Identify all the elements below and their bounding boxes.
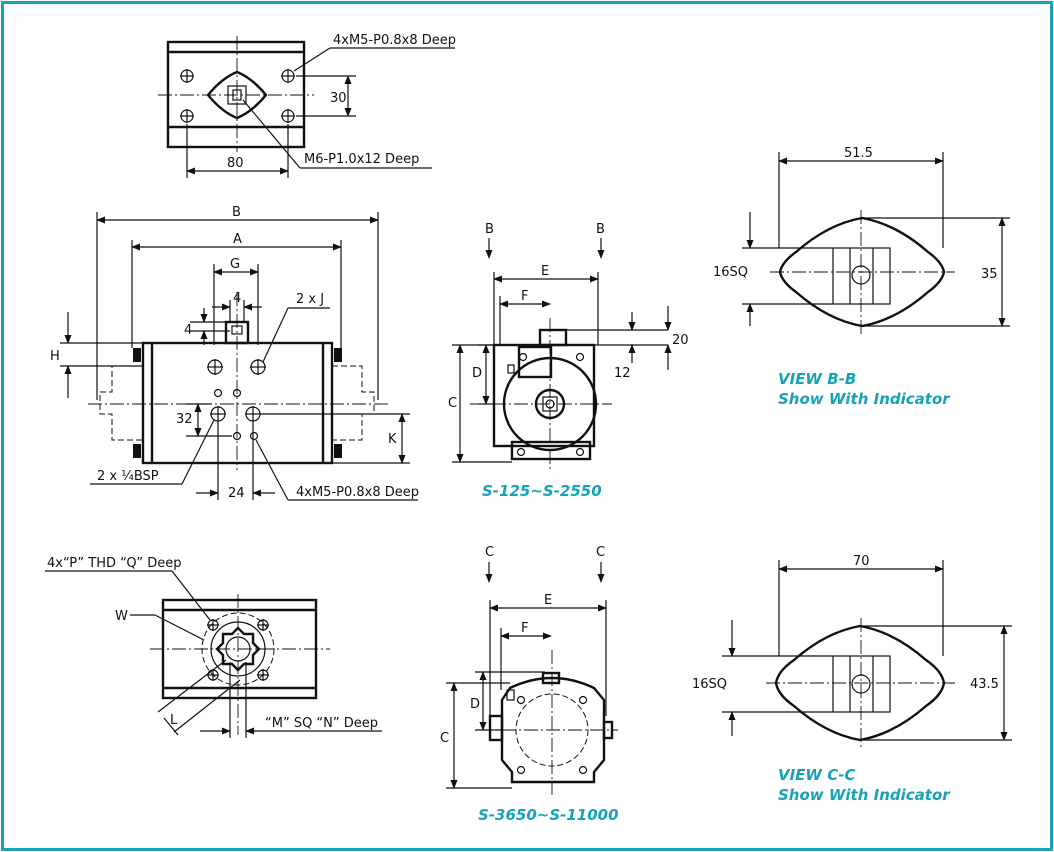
dim-4-side-label: 4 [184,323,192,338]
end-cap-outline-right [332,365,375,441]
cc-caption-1: VIEW C-C [778,766,855,784]
port-hole [245,406,261,422]
view-bb: 51.5 35 16SQ VIEW B-B Show With Indicato… [713,146,1010,408]
mount-hole [281,69,295,83]
mount-hole [180,109,194,123]
side-view-small: B B E F 20 12 D [448,222,689,500]
thd-hole [257,619,269,631]
dim-F-label: F [521,289,528,304]
dim-K-label: K [388,432,397,447]
thd-hole [257,669,269,681]
dim-E-label: E [541,264,549,279]
bottom-view: 4x“P” THD “Q” Deep W L “M” SQ “N” Deep [45,556,382,738]
thd-hole [207,619,219,631]
dim-24-label: 24 [228,486,245,501]
section-C-left-label: C [485,545,494,560]
side-large-body [500,676,606,784]
dim-32-label: 32 [176,412,193,427]
top-view: 4xM5-P0.8x8 Deep 30 80 M6-P1.0x12 Deep [158,33,456,178]
side-small-caption: S-125~S-2550 [482,482,602,500]
dim-G-label: G [230,257,240,272]
sq-spec-label: “M” SQ “N” Deep [265,716,378,731]
side-view-large: C C E F D C S-3650~S-11000 [440,545,619,824]
front-view: B A G 4 4 [50,205,419,501]
top-hole-spec-2-label: M6-P1.0x12 Deep [304,152,419,167]
star-socket [215,626,261,672]
dim-F-large-label: F [521,621,528,636]
dim-C-large-label: C [440,731,449,746]
actuator-body [141,341,334,465]
dim-30-label: 30 [330,91,347,106]
thd-hole [207,669,219,681]
cc-sq-label: 16SQ [692,677,727,692]
dim-D-large-label: D [470,697,480,712]
dim-B-label: B [232,205,241,220]
bb-sq-label: 16SQ [713,265,748,280]
flange-diamond [206,70,268,120]
section-B-left-label: B [485,222,494,237]
port-hole [210,406,226,422]
bb-caption-1: VIEW B-B [778,370,856,388]
cc-width-label: 70 [853,554,870,569]
view-cc: 70 43.5 16SQ VIEW C-C Show With Indicato… [692,554,1012,804]
port-J-label: 2 x J [296,292,324,307]
cc-caption-2: Show With Indicator [778,786,951,804]
port-bsp-label: 2 x ¼BSP [97,469,159,484]
dim-A-label: A [233,232,242,247]
thd-spec-label: 4x“P” THD “Q” Deep [47,556,182,571]
front-hole-spec-label: 4xM5-P0.8x8 Deep [296,485,419,500]
bb-flange-outline [778,216,946,328]
top-hole-spec-label: 4xM5-P0.8x8 Deep [333,33,456,48]
bb-height-label: 35 [981,267,998,282]
end-cap-outline-left [99,365,143,441]
cc-height-label: 43.5 [970,677,999,692]
bb-width-label: 51.5 [844,146,873,161]
dim-E-large-label: E [544,593,552,608]
bb-caption-2: Show With Indicator [778,390,951,408]
dim-12-label: 12 [614,366,631,381]
mount-hole [180,69,194,83]
dim-D-label: D [472,366,482,381]
dim-20-label: 20 [672,333,689,348]
dim-W-label: W [115,609,128,624]
dim-C-label: C [448,396,457,411]
section-C-right-label: C [596,545,605,560]
section-B-right-label: B [596,222,605,237]
side-large-caption: S-3650~S-11000 [478,806,619,824]
dim-80-label: 80 [227,156,244,171]
port-hole [207,359,223,375]
port-hole [250,359,266,375]
mount-hole [281,109,295,123]
dim-L-label: L [170,713,178,728]
dim-H-label: H [50,349,60,364]
